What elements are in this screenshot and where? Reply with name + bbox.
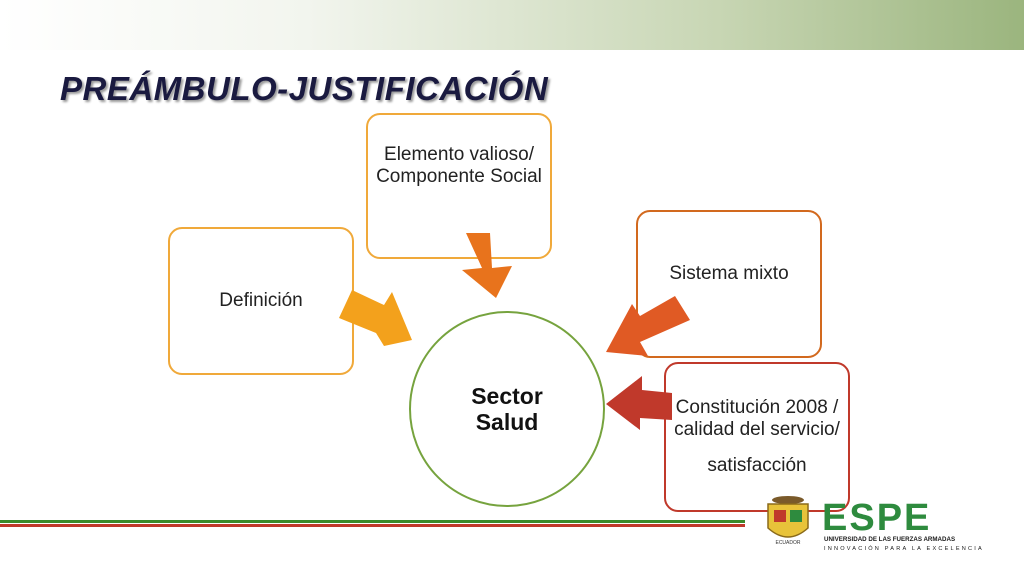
box-definicion-label: Definición <box>219 290 303 312</box>
logo-tagline: INNOVACIÓN PARA LA EXCELENCIA <box>824 545 984 552</box>
crest-icon: ECUADOR <box>767 496 809 546</box>
arrow-sistema <box>606 296 690 356</box>
box-definicion: Definición <box>168 227 354 375</box>
box-elemento-label: Elemento valioso/ Componente Social <box>376 144 542 187</box>
slide-title: PREÁMBULO-JUSTIFICACIÓN <box>60 70 549 107</box>
box-constitucion-label: Constitución 2008 / calidad del servicio… <box>674 397 840 441</box>
footer-stripes <box>0 520 745 530</box>
box-constitucion: Constitución 2008 / calidad del servicio… <box>664 362 850 512</box>
box-constitucion-label-2: satisfacción <box>707 454 807 476</box>
box-sistema-label: Sistema mixto <box>669 263 789 285</box>
center-node-line1: Sector <box>471 382 543 409</box>
crest-label: ECUADOR <box>775 540 800 546</box>
box-sistema-mixto: Sistema mixto <box>636 210 822 358</box>
logo-subtitle: UNIVERSIDAD DE LAS FUERZAS ARMADAS <box>824 536 955 543</box>
arrow-definicion <box>339 290 412 346</box>
footer-stripe-green <box>0 520 745 523</box>
footer-stripe-red <box>0 524 745 527</box>
header-band <box>0 0 1024 50</box>
center-node: Sector Salud <box>409 311 605 507</box>
arrow-constitucion <box>606 376 672 430</box>
logo-wordmark: ESPE <box>822 497 931 539</box>
box-elemento-valioso: Elemento valioso/ Componente Social <box>366 113 552 259</box>
center-node-line2: Salud <box>475 409 539 435</box>
espe-logo: ECUADOR ESPE UNIVERSIDAD DE LAS FUERZAS … <box>767 496 984 552</box>
arrow-elemento <box>462 233 512 298</box>
